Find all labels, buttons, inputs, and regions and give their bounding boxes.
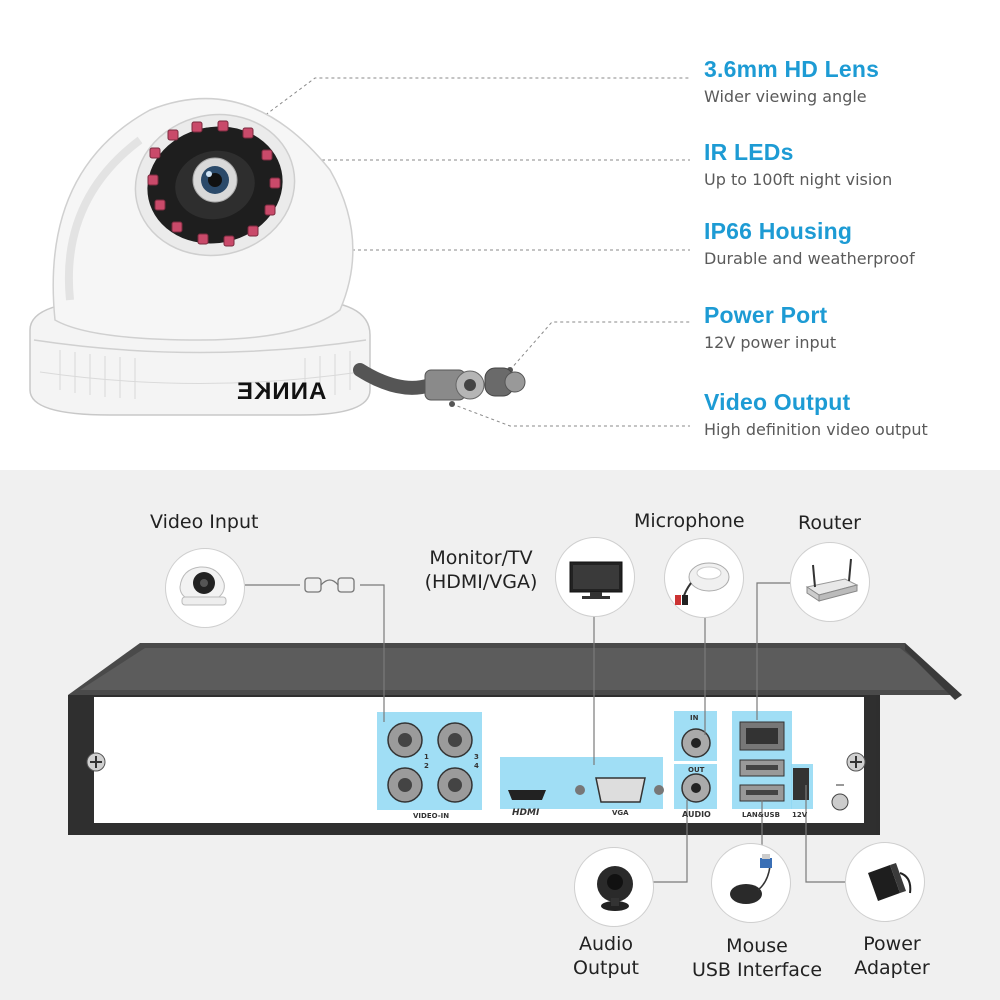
channel-label: 2: [424, 762, 429, 770]
feature-title: IR LEDs: [704, 139, 794, 165]
power-adapter-circle: [845, 842, 925, 922]
feature-subtitle: Durable and weatherproof: [704, 249, 915, 268]
feature-subtitle: Wider viewing angle: [704, 87, 867, 106]
feature-ir-leds: IR LEDs Up to 100ft night vision: [704, 139, 892, 189]
video-in-label: VIDEO-IN: [413, 812, 450, 820]
channel-label: 4: [474, 762, 479, 770]
channel-label: 3: [474, 753, 479, 761]
cable-connector-icon: [304, 577, 355, 593]
lan-usb-label: LAN&USB: [742, 811, 780, 819]
feature-power-port: Power Port 12V power input: [704, 302, 836, 352]
dome-camera-icon: [29, 97, 526, 416]
vga-port: [595, 777, 646, 803]
feature-title: 3.6mm HD Lens: [704, 56, 880, 82]
mouse-label: Mouse USB Interface: [684, 934, 830, 982]
audio-output-circle: [574, 847, 654, 927]
ground-icon: [831, 793, 849, 811]
feature-title: Video Output: [704, 389, 851, 415]
channel-label: 1: [424, 753, 429, 761]
mouse-icon: [730, 854, 772, 904]
power-12v-label: 12V: [792, 811, 808, 819]
power-adapter-line2: Adapter: [854, 957, 930, 979]
power-adapter-line1: Power: [863, 933, 921, 955]
monitor-circle: [555, 537, 635, 617]
feature-title: Power Port: [704, 302, 828, 328]
audio-output-line1: Audio: [578, 933, 633, 955]
feature-subtitle: High definition video output: [704, 420, 928, 439]
audio-in-label: IN: [690, 714, 699, 722]
hdmi-label: HDMI: [512, 808, 540, 818]
camera-illustration: [29, 77, 690, 427]
monitor-label-line2: (HDMI/VGA): [424, 571, 538, 593]
audio-out-label: OUT: [688, 766, 705, 774]
video-input-label: Video Input: [150, 511, 259, 533]
feature-video-output: Video Output High definition video outpu…: [704, 389, 928, 439]
feature-subtitle: 12V power input: [704, 333, 837, 352]
camera-feature-section: ANNKE 3.6mm HD Lens Wider viewing angle …: [0, 0, 1000, 470]
feature-housing: IP66 Housing Durable and weatherproof: [704, 218, 915, 268]
leader-lines: [255, 77, 690, 427]
router-circle: [790, 542, 870, 622]
monitor-label-line1: Monitor/TV: [429, 547, 533, 569]
microphone-circle: [664, 538, 744, 618]
feature-title: IP66 Housing: [704, 218, 853, 244]
power-port: [793, 768, 809, 800]
microphone-icon: [675, 562, 730, 605]
speaker-icon: [597, 866, 633, 911]
mouse-label-line2: USB Interface: [691, 959, 823, 981]
dome-camera-icon: [179, 566, 227, 606]
router-label: Router: [798, 512, 861, 534]
monitor-label: Monitor/TV (HDMI/VGA): [413, 546, 549, 594]
power-adapter-label: Power Adapter: [846, 932, 938, 980]
monitor-icon: [569, 561, 623, 599]
audio-output-label: Audio Output: [570, 932, 642, 980]
hdmi-port: [508, 790, 546, 800]
router-icon: [805, 558, 859, 602]
video-input-camera-icon: [165, 548, 245, 628]
audio-output-line2: Output: [573, 957, 639, 979]
audio-label: AUDIO: [682, 810, 711, 819]
feature-lens: 3.6mm HD Lens Wider viewing angle: [704, 56, 879, 106]
feature-subtitle: Up to 100ft night vision: [704, 170, 893, 189]
vga-label: VGA: [612, 809, 629, 817]
mouse-label-line1: Mouse: [726, 935, 788, 957]
microphone-label: Microphone: [634, 510, 745, 532]
usb-icon: [760, 858, 772, 868]
mouse-circle: [711, 843, 791, 923]
power-adapter-icon: [868, 863, 912, 901]
bnc-ports: [387, 722, 473, 803]
